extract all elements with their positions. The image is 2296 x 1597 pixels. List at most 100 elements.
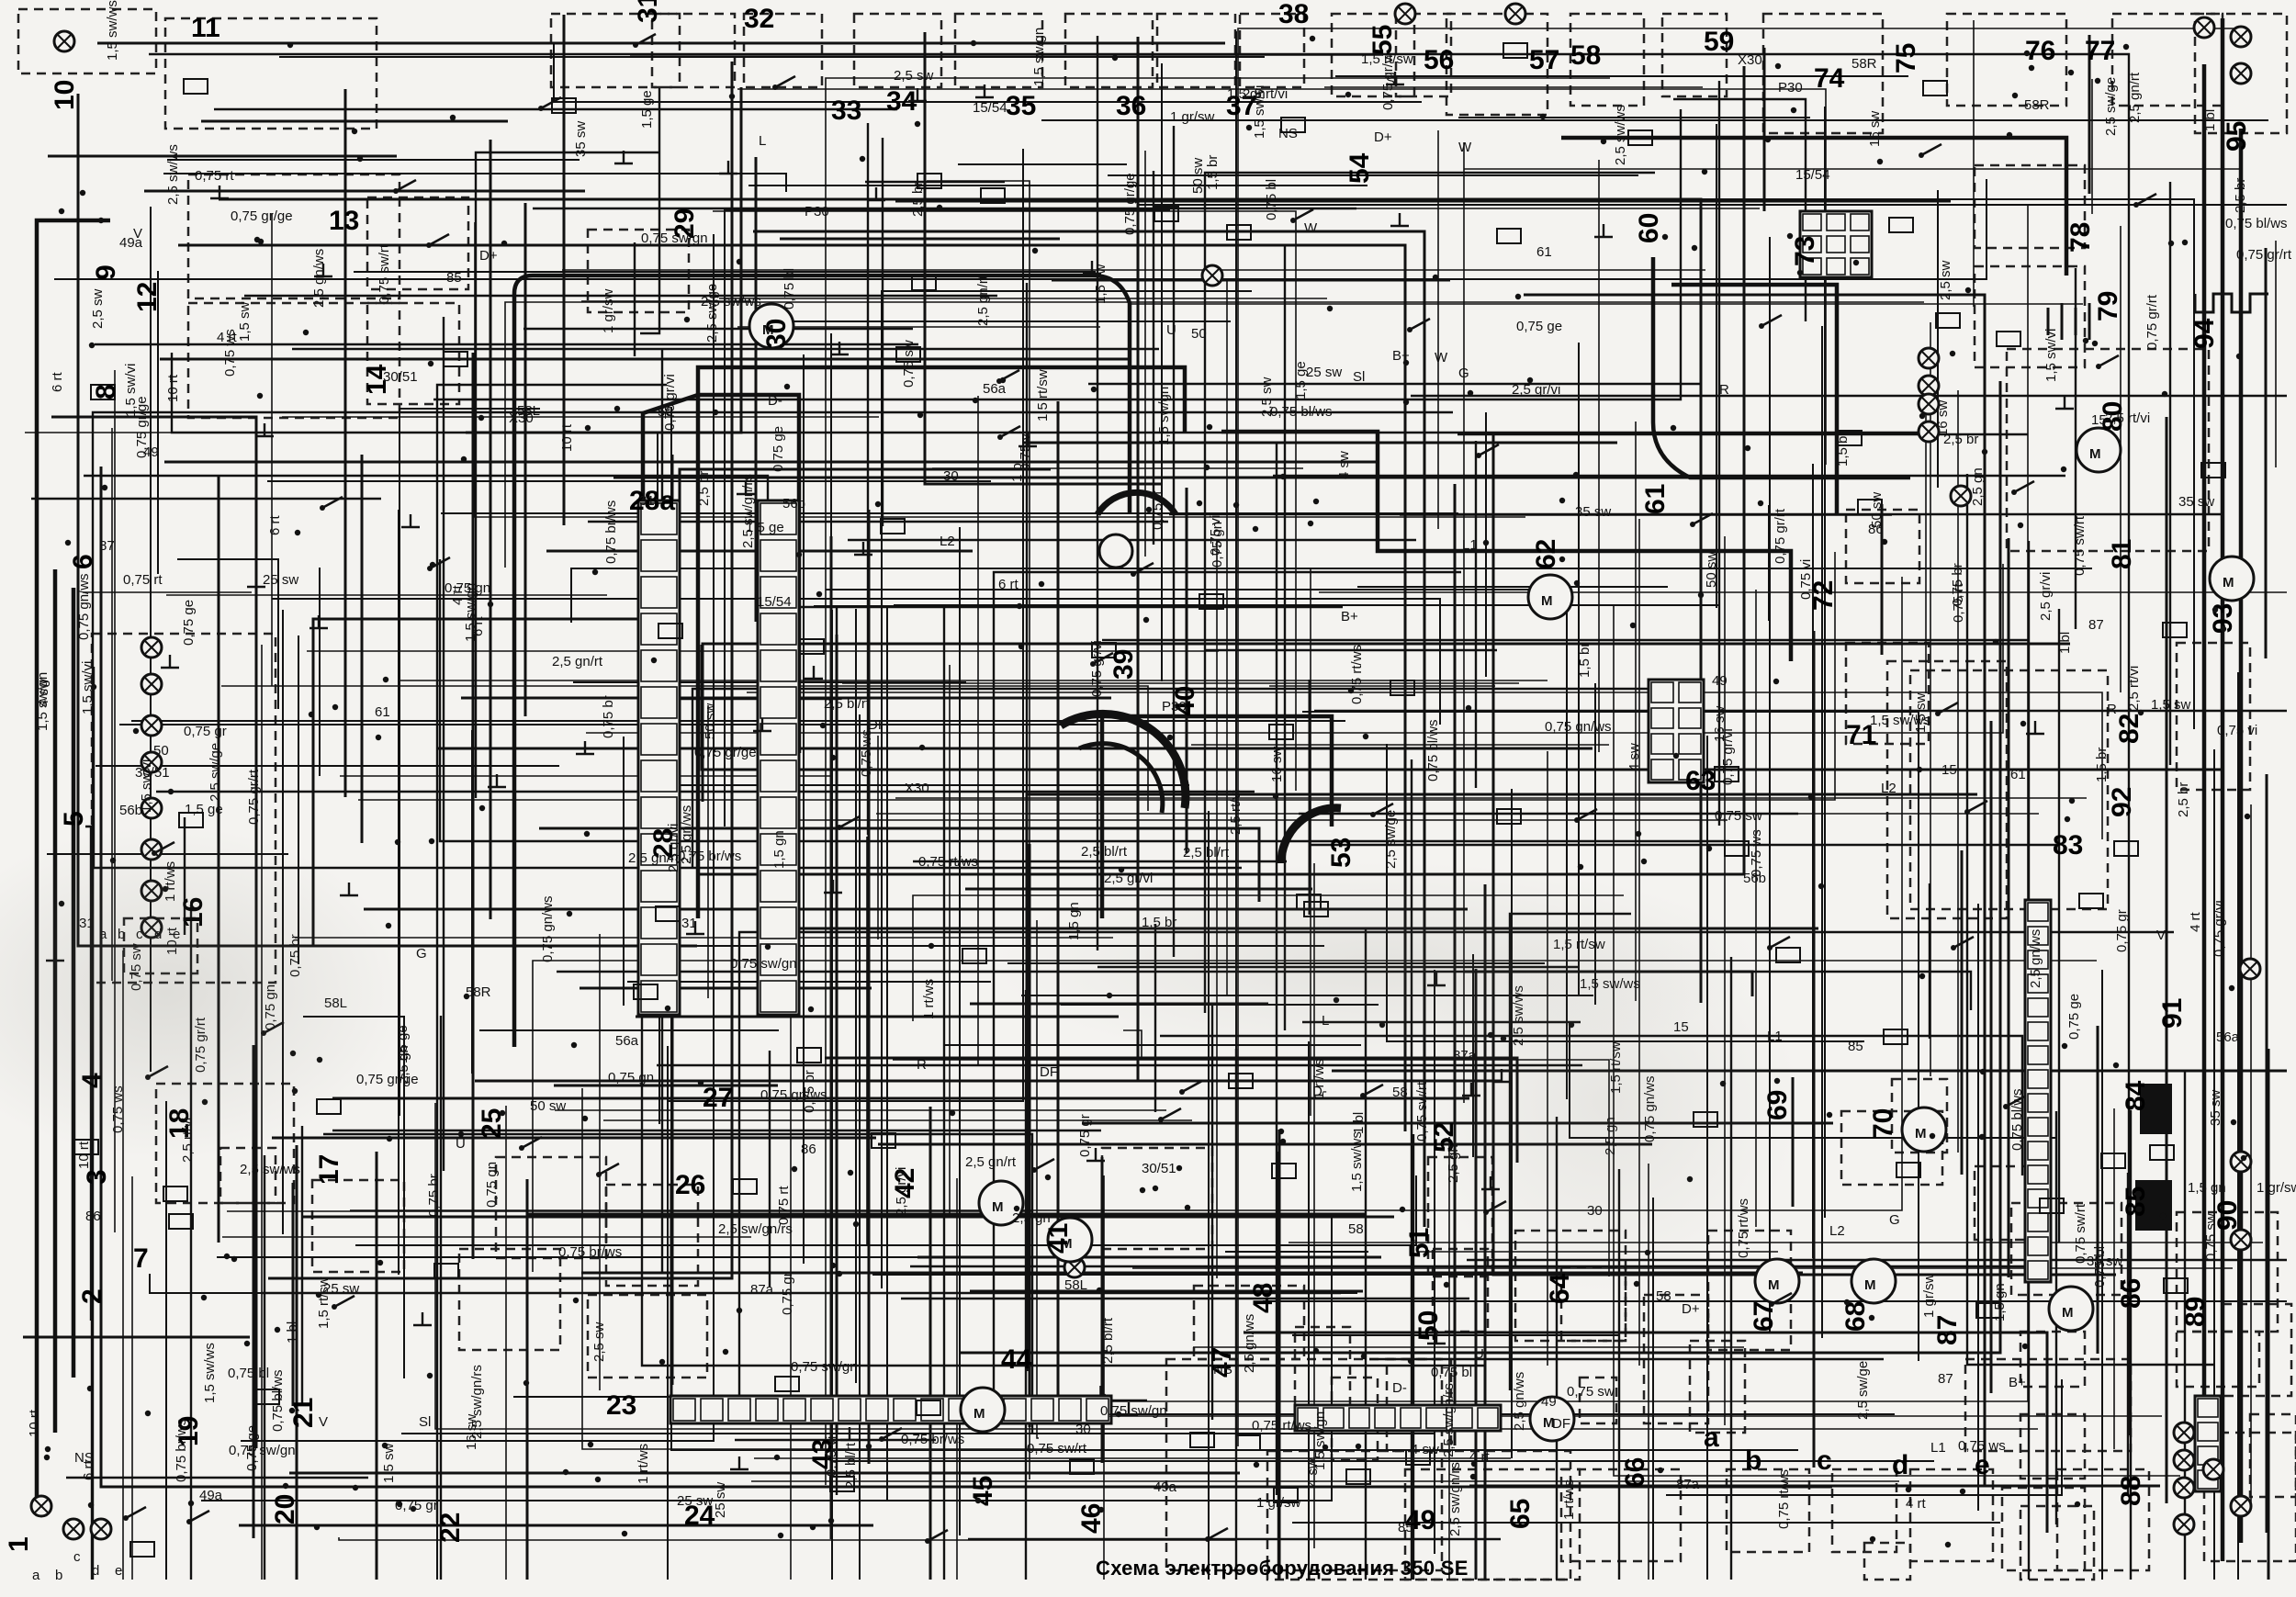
wire-color-label: 0,75 gr bbox=[2114, 909, 2130, 952]
terminal-label: U bbox=[1474, 1346, 1484, 1362]
wire-junction bbox=[58, 900, 65, 907]
wire-routed bbox=[76, 94, 697, 948]
connector-pin bbox=[865, 1398, 889, 1422]
wire-junction bbox=[1333, 996, 1340, 1004]
wire-color-label: 2,5 sw/gn/rs bbox=[469, 1365, 485, 1439]
wire-color-label: 4 sw bbox=[36, 679, 51, 707]
wire-color-label: 2,5 gr/vi bbox=[1104, 871, 1153, 886]
wire-color-label: 1,5 sw bbox=[381, 1443, 397, 1483]
lamp-cross bbox=[2233, 1231, 2249, 1248]
wire-junction bbox=[449, 114, 456, 121]
component-label-94: 94 bbox=[2189, 318, 2220, 349]
switch-contact bbox=[1692, 512, 1714, 526]
wire-routed bbox=[1386, 744, 1864, 1042]
wire-color-label: 1,5 rt/sw bbox=[316, 1276, 332, 1329]
wire-junction bbox=[44, 1445, 51, 1453]
wire-routed bbox=[466, 87, 743, 434]
wire-junction bbox=[1633, 1280, 1640, 1288]
wire-junction bbox=[1106, 992, 1113, 999]
wire-junction bbox=[1843, 1299, 1851, 1306]
resistor-or-fuse bbox=[895, 346, 921, 363]
wire-junction bbox=[1869, 1535, 1876, 1543]
switch-contact bbox=[1485, 1199, 1507, 1214]
wire-color-label: 1,5 gn bbox=[771, 830, 787, 869]
connector-pin bbox=[1086, 1398, 1109, 1422]
wire-color-label: 1,5 sw bbox=[1913, 692, 1929, 733]
wire-junction bbox=[736, 258, 743, 265]
component-label-85: 85 bbox=[2121, 1187, 2151, 1217]
wire-junction bbox=[351, 128, 358, 135]
wire-junction bbox=[523, 1379, 530, 1387]
wire-color-label: 1,5 sw/ws bbox=[1349, 1131, 1365, 1192]
connector-pin bbox=[2027, 950, 2049, 970]
wire-color-label: 1 bl bbox=[1351, 1112, 1367, 1134]
wire-junction bbox=[1402, 399, 1410, 406]
wire-routed bbox=[1025, 793, 1977, 1371]
terminal-label: 61 bbox=[2010, 767, 2026, 782]
terminal-label: 30/51 bbox=[135, 765, 170, 781]
wire-color-label: 25 sw bbox=[1306, 365, 1342, 380]
switch-pivot bbox=[320, 505, 325, 511]
wire-junction bbox=[1118, 866, 1125, 873]
switch-pivot bbox=[152, 850, 157, 856]
wire-junction bbox=[865, 1443, 872, 1450]
wire-junction bbox=[97, 217, 105, 224]
wire-junction bbox=[223, 1253, 231, 1260]
motor-icon bbox=[1900, 1106, 1948, 1153]
wire-junction bbox=[807, 1006, 815, 1013]
connector-pin bbox=[760, 649, 797, 682]
switch-pivot bbox=[1935, 711, 1941, 716]
terminal-label: 50 bbox=[153, 743, 169, 759]
switch-contact bbox=[999, 424, 1021, 439]
lamp-cross bbox=[56, 33, 73, 50]
wire-junction bbox=[2212, 606, 2219, 613]
fuse-letter-bottom-c: c bbox=[73, 1549, 81, 1565]
wire-color-label: 0,75 gr/vi bbox=[2212, 900, 2227, 957]
wire-junction bbox=[1764, 136, 1772, 143]
switch-contact bbox=[1362, 1083, 1384, 1097]
connector-pin bbox=[2027, 1045, 2049, 1065]
wire-junction bbox=[386, 1135, 393, 1142]
component-enclosure bbox=[17, 7, 158, 75]
resistor-or-fuse bbox=[1268, 724, 1294, 740]
wire-junction bbox=[2228, 984, 2235, 992]
connector-pin bbox=[2027, 997, 2049, 1018]
switch-pivot bbox=[2096, 364, 2101, 369]
component-label-90: 90 bbox=[2212, 1200, 2243, 1231]
wire-junction bbox=[294, 529, 301, 536]
wire-color-label: 0,75 br/ws bbox=[174, 1419, 189, 1482]
wire-junction bbox=[1672, 752, 1680, 759]
component-enclosure bbox=[1863, 1541, 1912, 1581]
wire-junction bbox=[1686, 1175, 1694, 1183]
lamp-cross bbox=[1204, 267, 1221, 284]
wire-color-label: 0,75 gr bbox=[780, 1272, 795, 1315]
switch-pivot bbox=[1483, 1209, 1489, 1215]
resistor-or-fuse bbox=[911, 275, 937, 291]
wire-junction bbox=[1573, 579, 1581, 587]
terminal-label: NS bbox=[1278, 126, 1298, 141]
switch-contact bbox=[1132, 561, 1154, 576]
connector-43 bbox=[669, 1394, 1113, 1425]
wire-color-label: 0,75 gr/vi bbox=[1089, 640, 1105, 697]
component-label-63: 63 bbox=[1685, 766, 1716, 796]
ignition-arc bbox=[1058, 709, 1190, 809]
wire-color-label: 0,75 sw/rt bbox=[1027, 1441, 1087, 1456]
wire-color-label: 0,75 sw/rt bbox=[2072, 515, 2088, 576]
wire-routed bbox=[54, 179, 1987, 280]
wire-color-label: 0,75 bl bbox=[228, 1366, 269, 1381]
wire-routed bbox=[825, 1056, 1519, 1163]
ground-symbol bbox=[310, 615, 328, 630]
connector-pin bbox=[760, 576, 797, 609]
lamp-cross bbox=[2233, 1498, 2249, 1514]
component-label-45: 45 bbox=[968, 1476, 998, 1506]
terminal-label: 61 bbox=[1536, 244, 1552, 260]
wire-routed bbox=[737, 88, 1827, 465]
connector-letter-d: d bbox=[1892, 1450, 1908, 1480]
terminal-label: G bbox=[1889, 1212, 1900, 1228]
wire-color-label: 16 sw bbox=[464, 1414, 479, 1450]
resistor-or-fuse bbox=[1503, 42, 1528, 59]
wire-color-label: 0,75 gr bbox=[184, 724, 227, 739]
wire-junction bbox=[144, 1410, 152, 1417]
wire-junction bbox=[2074, 1501, 2081, 1508]
